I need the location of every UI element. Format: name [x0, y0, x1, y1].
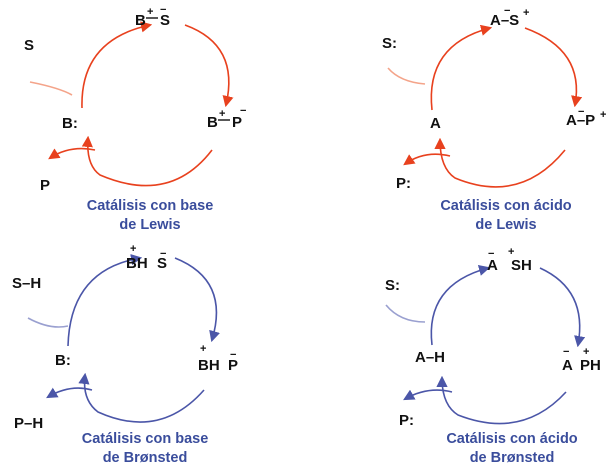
intermediate1-left: B	[135, 12, 146, 29]
substrate-label: S:	[382, 35, 397, 52]
panel-lewis-acid: S: A P: A–S − + A–P − + Catálisis con ác…	[382, 5, 606, 233]
intermediate2-left: BH	[198, 357, 220, 374]
substrate-label: S–H	[12, 275, 41, 292]
product-exit-arrow	[403, 153, 451, 166]
product-exit-arrow	[48, 147, 96, 160]
intermediate2-charge-right: +	[600, 109, 606, 121]
cycle-arc-left-top	[67, 253, 143, 347]
catalyst-label: A	[430, 115, 441, 132]
cycle-arc-right	[524, 27, 583, 108]
intermediate1-charge-left: −	[504, 5, 510, 17]
caption-line1: Catálisis con ácido	[446, 431, 577, 447]
cycle-arc-bottom	[434, 137, 566, 188]
caption-line1: Catálisis con ácido	[440, 198, 571, 214]
caption-line2: de Lewis	[119, 217, 180, 233]
intermediate1-left-charge: +	[130, 243, 136, 255]
cycle-arc-left-top	[430, 24, 493, 111]
intermediate2-charge-left: −	[578, 106, 584, 118]
intermediate1-right-charge: +	[508, 246, 514, 258]
substrate-label: S:	[385, 277, 400, 294]
intermediate1-left: BH	[126, 255, 148, 272]
intermediate1-right: S	[160, 12, 170, 29]
cycle-arc-left-top	[81, 21, 153, 109]
intermediate1-left: A	[487, 257, 498, 274]
intermediate2-left-charge: +	[219, 108, 225, 120]
intermediate2-right-charge: −	[240, 105, 246, 117]
caption-line1: Catálisis con base	[82, 431, 209, 447]
cycle-arc-bottom	[81, 135, 213, 187]
product-label: P–H	[14, 415, 43, 432]
intermediate2-left: A	[562, 357, 573, 374]
caption-line2: de Brønsted	[470, 450, 555, 466]
caption-line1: Catálisis con base	[87, 198, 214, 214]
intermediate2-right-charge: +	[583, 346, 589, 358]
panel-lewis-base: S B: P B + S − B + P − Catálisis con bas…	[24, 4, 246, 233]
cycle-arc-right	[184, 24, 234, 108]
substrate-entry-curve	[27, 317, 69, 328]
intermediate1-left-charge: +	[147, 6, 153, 18]
intermediate1: A–S	[490, 12, 519, 29]
intermediate2-right: P	[232, 114, 242, 131]
intermediate1-right: SH	[511, 257, 532, 274]
cycle-arc-bottom	[436, 375, 567, 425]
catalyst-label: B:	[55, 352, 71, 369]
caption-line2: de Lewis	[475, 217, 536, 233]
catalyst-label: B:	[62, 115, 78, 132]
intermediate1-right: S	[157, 255, 167, 272]
product-label: P:	[396, 175, 411, 192]
product-label: P:	[399, 412, 414, 429]
intermediate1-left-charge: −	[488, 248, 494, 260]
substrate-entry-curve	[387, 67, 426, 85]
catalyst-label: A–H	[415, 349, 445, 366]
caption-line2: de Brønsted	[103, 450, 188, 466]
substrate-entry-curve	[29, 81, 73, 96]
cycle-arc-right	[539, 267, 586, 348]
intermediate2-left-charge: −	[563, 346, 569, 358]
product-exit-arrow	[403, 389, 453, 401]
intermediate1-right-charge: −	[160, 4, 166, 16]
intermediate2-right-charge: −	[230, 349, 236, 361]
cycle-arc-bottom	[78, 372, 205, 423]
intermediate1-charge-right: +	[523, 7, 529, 19]
intermediate2-right: PH	[580, 357, 601, 374]
intermediate1-right-charge: −	[160, 248, 166, 260]
substrate-label: S	[24, 37, 34, 54]
cycle-arc-left-top	[430, 264, 491, 346]
product-exit-arrow	[46, 387, 93, 399]
substrate-entry-curve	[385, 304, 426, 323]
product-label: P	[40, 177, 50, 194]
panel-bronsted-base: S–H B: P–H BH + S − BH + P − Catálisis c…	[12, 243, 238, 466]
intermediate2-right: P	[228, 357, 238, 374]
intermediate2: A–P	[566, 112, 595, 129]
intermediate2-left: B	[207, 114, 218, 131]
intermediate2-left-charge: +	[200, 343, 206, 355]
panel-bronsted-acid: S: A–H P: A − SH + A − PH + Catálisis co…	[385, 246, 601, 466]
cycle-arc-right	[174, 257, 220, 343]
